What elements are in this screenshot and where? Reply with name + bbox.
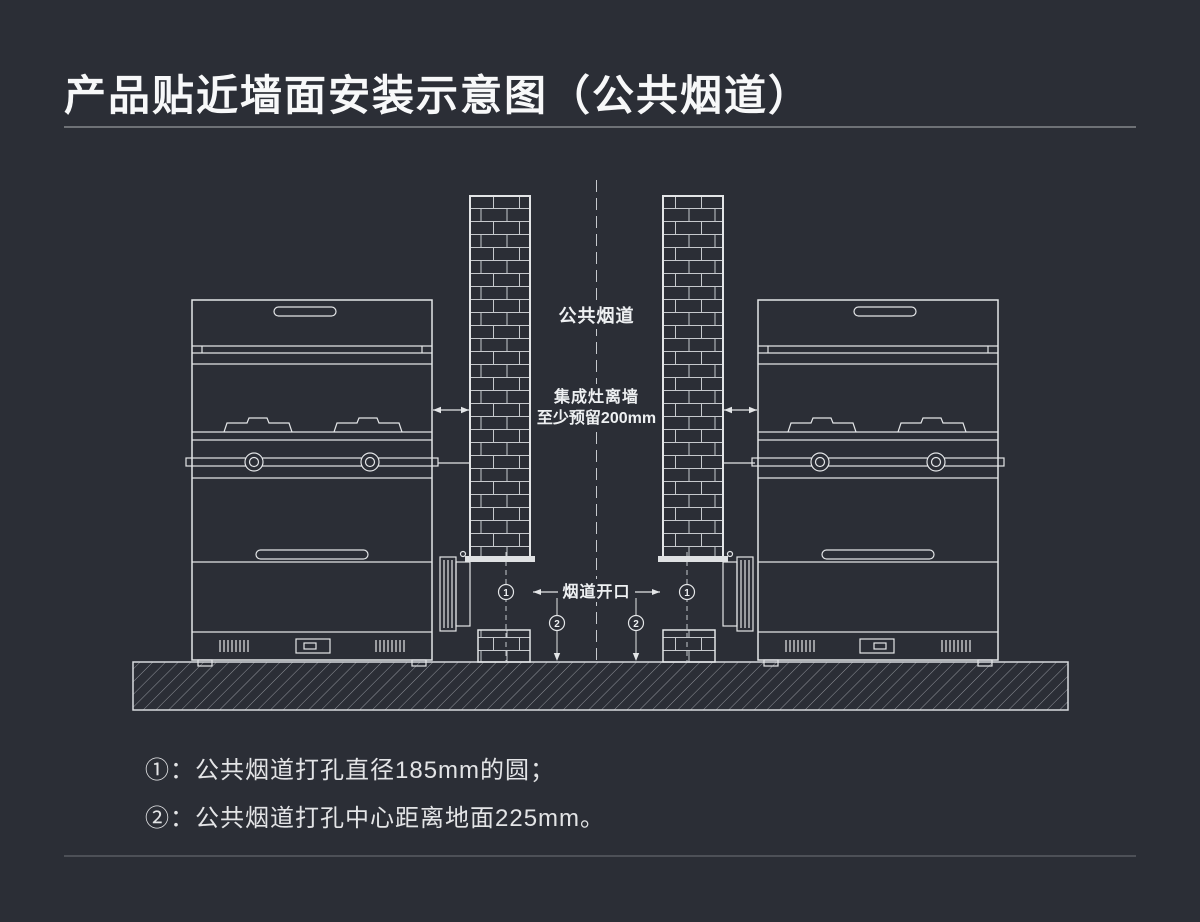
marker-height-right: 2 bbox=[627, 598, 645, 661]
flue-column-left bbox=[465, 195, 535, 663]
label-clearance: 集成灶离墙 至少预留200mm bbox=[534, 384, 659, 430]
duct-connector-left bbox=[439, 550, 471, 632]
duct-connector-right bbox=[722, 550, 754, 632]
stove-left bbox=[185, 299, 439, 667]
marker-hole-right: 1 bbox=[678, 583, 696, 601]
flue-label-text: 公共烟道 bbox=[559, 305, 635, 326]
page-title: 产品贴近墙面安装示意图（公共烟道） bbox=[64, 72, 813, 119]
clearance-label-line1: 集成灶离墙 bbox=[553, 387, 639, 406]
dimension-opening bbox=[533, 589, 660, 595]
footnotes: ①：公共烟道打孔直径185mm的圆； ②：公共烟道打孔中心距离地面225mm。 bbox=[145, 750, 605, 846]
flue-lintel-right bbox=[658, 556, 728, 562]
clearance-label-line2: 至少预留200mm bbox=[537, 408, 656, 427]
flue-base-right bbox=[662, 629, 716, 663]
flue-column-right bbox=[658, 195, 728, 663]
dimension-clearance bbox=[433, 406, 757, 464]
stove-right bbox=[751, 299, 1005, 667]
svg-text:2: 2 bbox=[633, 619, 639, 630]
marker-hole-left: 1 bbox=[497, 583, 515, 601]
footnote-2: ②：公共烟道打孔中心距离地面225mm。 bbox=[145, 805, 606, 832]
floor bbox=[132, 661, 1069, 711]
title-divider bbox=[64, 126, 1136, 128]
svg-text:1: 1 bbox=[684, 588, 690, 599]
svg-text:1: 1 bbox=[503, 588, 509, 599]
flue-base-left bbox=[477, 629, 531, 663]
bottom-divider bbox=[64, 855, 1136, 857]
flue-lintel-left bbox=[465, 556, 535, 562]
opening-label-text: 烟道开口 bbox=[562, 582, 630, 601]
marker-height-left: 2 bbox=[548, 598, 566, 661]
label-flue: 公共烟道 bbox=[552, 302, 642, 329]
label-opening: 烟道开口 bbox=[559, 579, 634, 602]
footnote-1: ①：公共烟道打孔直径185mm的圆； bbox=[145, 757, 556, 784]
svg-text:2: 2 bbox=[554, 619, 560, 630]
